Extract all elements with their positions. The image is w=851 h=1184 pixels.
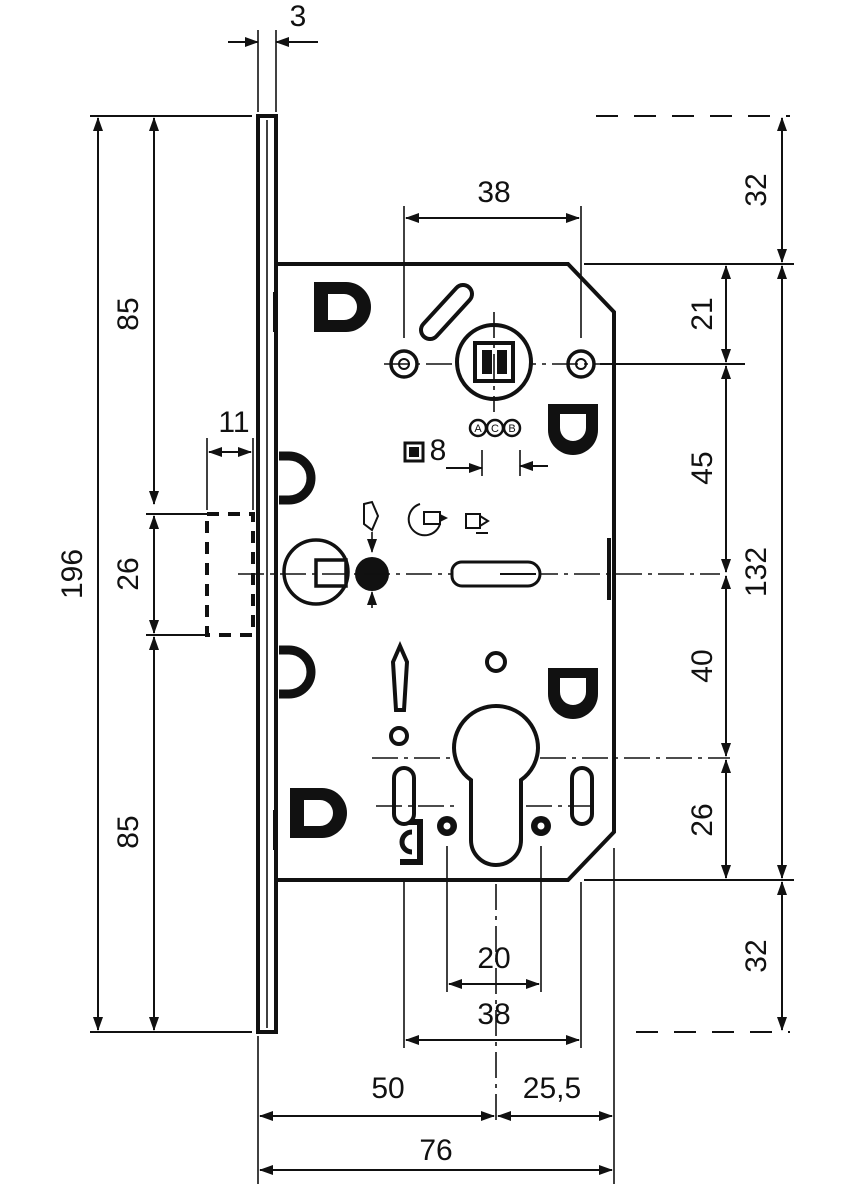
dim-latch-projection: 11 (218, 406, 249, 439)
dim-spindle-to-latch: 45 (686, 451, 719, 484)
svg-text:B: B (508, 423, 515, 435)
dim-body-height: 132 (740, 547, 773, 597)
dimension-lines (93, 37, 787, 1175)
dim-backset-rear: 25,5 (523, 1072, 581, 1105)
dim-total-depth: 76 (419, 1134, 452, 1167)
svg-text:C: C (491, 423, 499, 435)
svg-text:A: A (474, 423, 482, 435)
dim-latch-to-cylinder: 40 (686, 649, 719, 682)
lower-area (372, 641, 730, 867)
magnet-latch-icon (465, 513, 490, 534)
dim-square-spindle: 8 (430, 434, 447, 467)
dim-faceplate-thickness: 3 (290, 0, 307, 33)
dim-backset: 50 (371, 1072, 404, 1105)
dim-bottom-screw-spacing: 38 (477, 998, 510, 1031)
latch-area (238, 500, 720, 608)
spindle-area: A C B (384, 283, 600, 463)
mounting-hook-icon (279, 282, 598, 865)
dim-cylinder-to-bottom: 26 (686, 803, 719, 836)
dim-upper-to-latch: 85 (112, 297, 145, 330)
dim-spindle-screw-spacing: 38 (477, 176, 510, 209)
dim-top-offset: 32 (740, 173, 773, 206)
reversible-latch-icon (407, 503, 448, 537)
dim-spindle-to-top: 21 (686, 297, 719, 330)
dim-lower-from-latch: 85 (112, 815, 145, 848)
extension-lines (90, 30, 794, 1184)
dim-cylinder-screw-spacing: 20 (477, 942, 510, 975)
dimension-labels: 3 196 85 26 85 11 38 8 20 38 50 25,5 76 … (56, 0, 773, 1167)
dim-latch-height: 26 (112, 557, 145, 590)
dim-bottom-offset: 32 (740, 939, 773, 972)
dim-faceplate-height: 196 (56, 549, 89, 599)
